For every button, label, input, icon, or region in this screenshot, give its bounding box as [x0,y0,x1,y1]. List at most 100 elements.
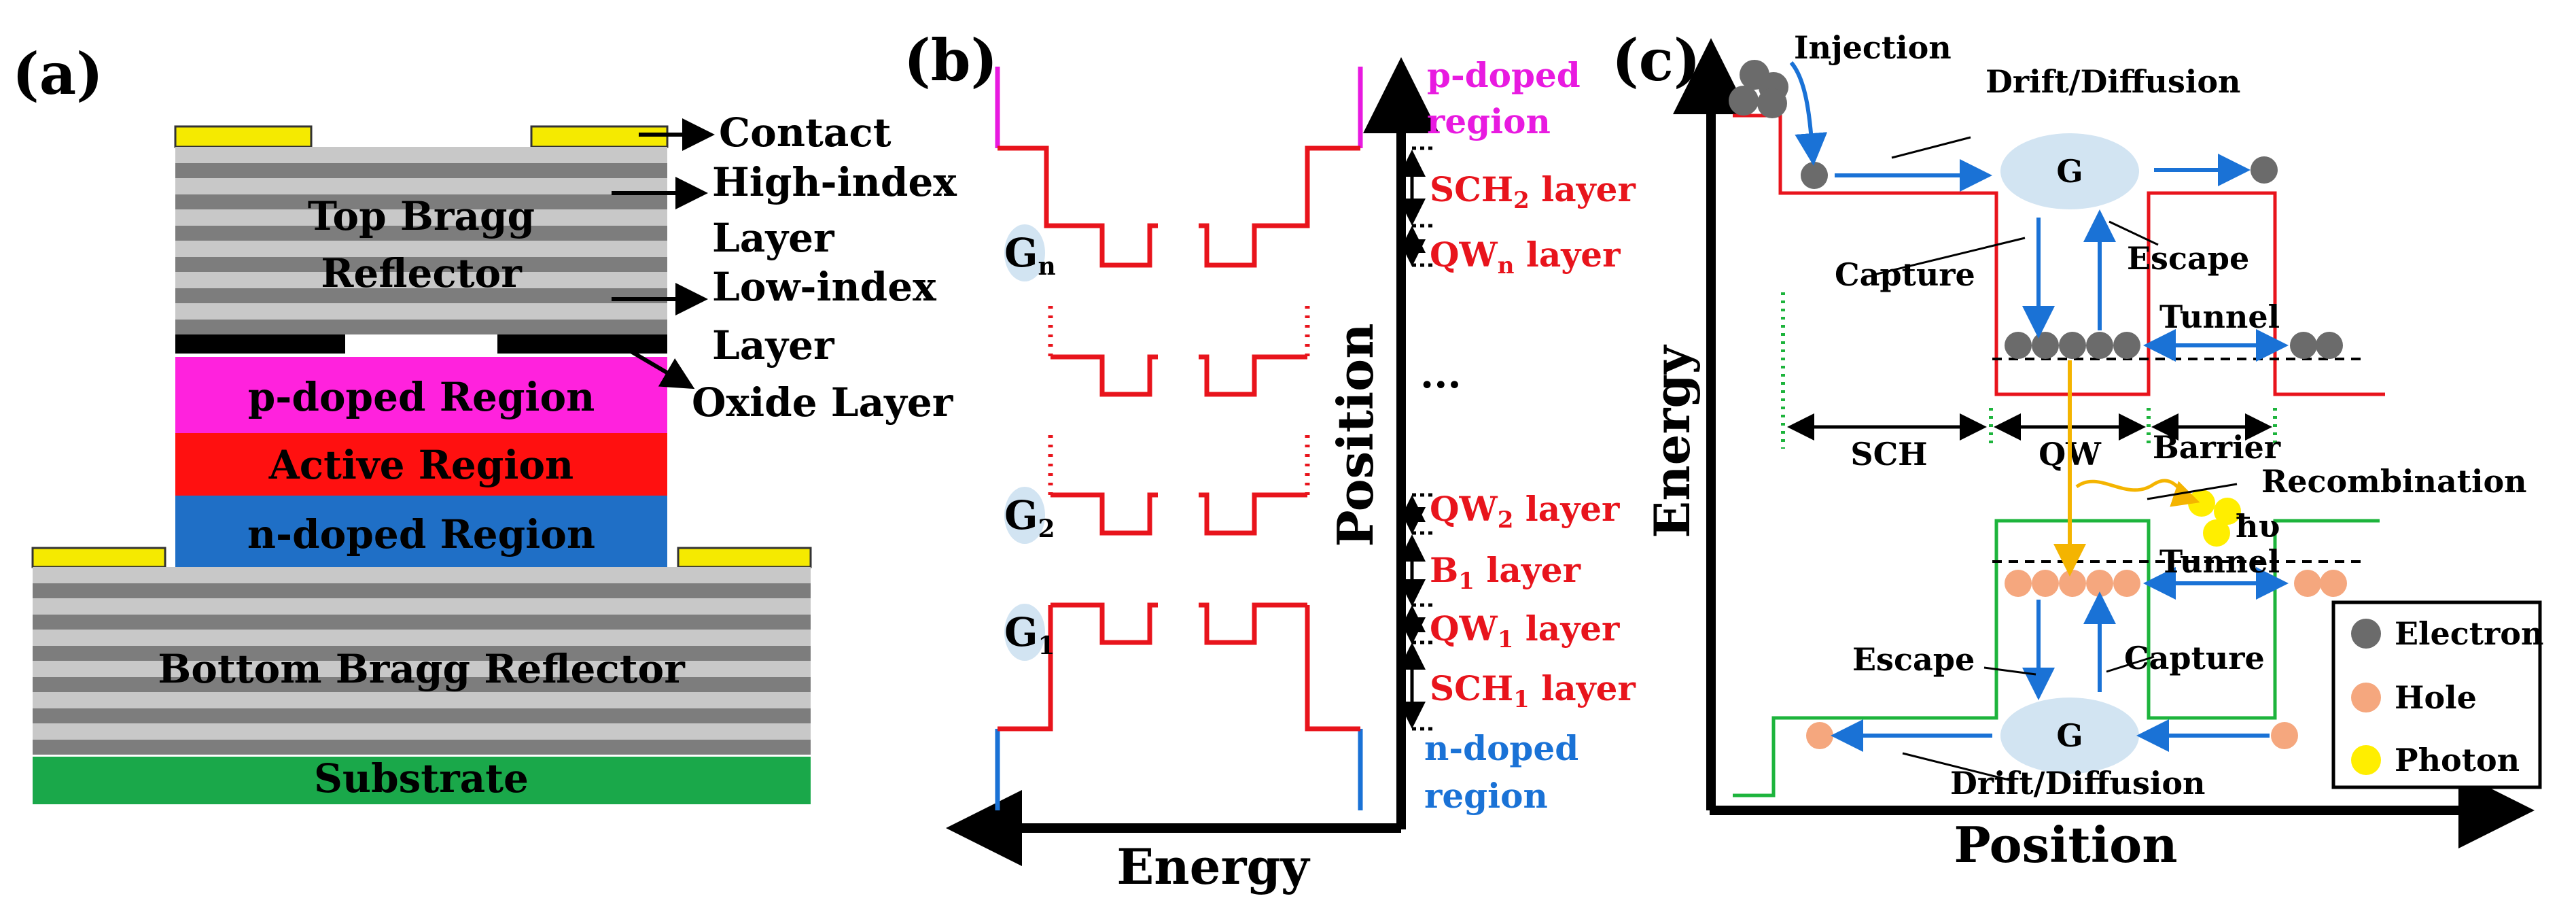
c-y-axis-title: Energy [1643,344,1701,538]
bragg-layer [33,583,811,598]
b-b1-label: B1 layer [1430,550,1581,595]
panel-a: (a) Top Bragg Reflector p-doped Region A… [12,40,957,804]
b-middle-dots: ... [1420,351,1462,397]
b-gain-n-label: Gn [1004,230,1056,281]
b-gain-1 [1004,604,1045,661]
n-doped-label: n-doped Region [247,511,595,557]
bragg-layer [175,178,667,194]
c-gain-bottom-label: G [2056,717,2083,754]
active-label: Active Region [268,442,574,488]
bragg-layer [175,320,667,334]
bragg-layer [33,646,811,661]
b-band-right-top [1199,145,1360,268]
b-band-right-bottom [1199,492,1360,732]
bragg-layer [33,723,811,740]
c-electrons [1729,60,2343,359]
c-x-axis-title: Position [1954,816,2177,874]
contact-label: Contact [719,109,892,156]
bragg-layer [33,740,811,755]
c-gain-top [2000,133,2139,209]
panel-c-label: (c) [1612,27,1701,94]
p-doped-region [175,357,667,433]
bragg-layer [175,147,667,163]
bragg-layer [33,692,811,708]
bragg-layer [33,615,811,630]
high-index-label-2: Layer [712,215,835,261]
c-legend-photon: Photon [2395,742,2520,778]
c-annotation-pointers [1873,136,2238,782]
bragg-layer [33,661,811,677]
bragg-layer [175,226,667,241]
bottom-bragg-label: Bottom Bragg Reflector [158,646,686,692]
bragg-layer [175,257,667,272]
b-gain-1-label: G1 [1004,609,1055,660]
b-n-doped-label-2: region [1424,776,1548,816]
panel-a-label: (a) [12,40,103,107]
c-photon-symbol: ħυ [2236,508,2280,545]
low-index-label-1: Low-index [712,264,936,310]
c-escape-top-label: Escape [2127,240,2249,277]
b-gain-n [1004,224,1045,281]
b-n-doped-label-1: n-doped [1424,728,1578,768]
top-bragg-label-2: Reflector [321,250,523,296]
c-recombination-label: Recombination [2261,463,2527,500]
b-gain-2 [1004,487,1045,544]
b-qw2-label: QW2 layer [1430,489,1620,534]
bottom-contact-left [31,547,166,568]
c-legend-electron: Electron [2395,615,2543,652]
substrate-label: Substrate [314,755,529,802]
c-capture-bottom-label: Capture [2124,640,2265,676]
c-holes [1806,570,2347,749]
bragg-layer [33,630,811,646]
bragg-layer [175,209,667,226]
top-contact-left [174,125,313,148]
c-gain-top-label: G [2056,153,2083,190]
panel-c: (c) Position Energy SCH QW Barrier [1612,27,2543,874]
panel-b-label: (b) [904,27,998,94]
c-legend-hole: Hole [2395,679,2477,716]
c-conduction-band [1733,114,2385,396]
c-capture-top-label: Capture [1835,256,1975,293]
oxide-arrow [617,342,695,390]
panel-b: (b) Energy Position Gn G2 G1 [904,27,1636,895]
c-barrier-label: Barrier [2153,429,2281,466]
low-index-label-2: Layer [712,322,835,368]
b-layer-brackets [1398,146,1434,731]
c-sch-label: SCH [1850,436,1927,472]
n-doped-region [175,496,667,569]
b-gain-2-label: G2 [1004,492,1055,543]
b-p-doped-label-1: p-doped [1427,55,1581,95]
b-qw1-label: QW1 layer [1430,608,1620,653]
b-sch2-label: SCH2 layer [1430,169,1636,214]
bragg-layer [33,567,811,583]
bragg-layer [175,303,667,320]
bottom-bragg-stack [33,567,811,755]
bragg-layer [175,163,667,178]
c-drift-bottom-label: Drift/Diffusion [1950,765,2206,802]
b-x-axis-title: Energy [1116,838,1310,895]
b-band-left-top [998,145,1158,268]
c-gain-bottom [2000,698,2139,774]
b-y-axis-title: Position [1326,323,1384,547]
bragg-layer [33,708,811,723]
oxide-layer-right [497,334,667,354]
c-injection-label: Injection [1794,29,1952,66]
c-escape-bottom-label: Escape [1852,641,1975,678]
c-process-arrows [1789,61,2289,752]
oxide-layer-left [175,334,345,354]
b-qwn-label: QWn layer [1430,235,1621,279]
bragg-layer [175,241,667,257]
top-bragg-stack [175,147,667,334]
b-p-doped-label-2: region [1427,101,1551,141]
p-doped-label: p-doped Region [248,374,595,420]
top-bragg-label-1: Top Bragg [308,193,535,239]
bragg-layer [175,288,667,303]
c-legend: Electron Hole Photon [2331,600,2543,789]
b-band-right-mid [1199,354,1307,397]
b-sch1-label: SCH1 layer [1430,668,1636,713]
active-region [175,433,667,496]
b-band-left-bottom [998,492,1158,732]
substrate [33,757,811,804]
c-tunnel-bottom-label: Tunnel [2159,543,2280,580]
